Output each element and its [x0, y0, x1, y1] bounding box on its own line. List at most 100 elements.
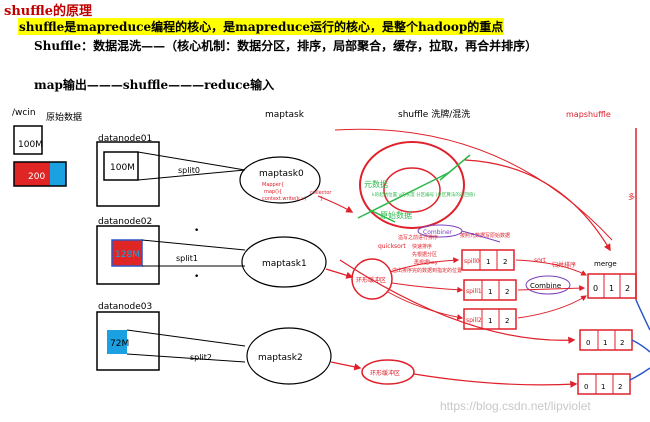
spill-cell: 2: [503, 258, 507, 266]
mapshuffle-column-label: mapshuffle: [566, 110, 611, 119]
input-block-size: 200: [28, 172, 45, 182]
ring-buffer-small: [351, 258, 393, 300]
maptask-label: maptask1: [262, 259, 307, 269]
block-size: 100M: [110, 163, 135, 173]
datanode-box: [96, 311, 160, 371]
wcin-label: /wcin: [12, 108, 36, 118]
spill-name: spill0: [464, 258, 480, 265]
ring-buffer-outer: [359, 141, 465, 229]
raw-data-label: 原始数据: [46, 111, 82, 123]
combiner-label: Combiner: [423, 229, 453, 236]
spill-arrow: [387, 291, 464, 321]
mapper-code-line: context.write(k,v): [262, 196, 306, 202]
spill-arrow: [391, 282, 464, 293]
buffer-to-merge-arrow: [413, 373, 578, 388]
merge-cell: 0: [586, 339, 590, 347]
merge-cell: 1: [603, 339, 607, 347]
maptask-ellipse: [241, 236, 327, 288]
datanode-label: datanode03: [98, 302, 152, 312]
spill-file: spill1 1 2: [463, 279, 517, 301]
spill-to-merge-arrow: [515, 259, 588, 276]
merge-cell: 0: [584, 383, 588, 391]
spill-file: spill0 1 2: [461, 249, 515, 271]
datanode-box: [96, 225, 160, 285]
flow-arrow: [339, 259, 576, 344]
split-line: [137, 169, 246, 181]
dot-mark: •: [194, 272, 199, 282]
highlight-statement: shuffle是mapreduce编程的核心，是mapreduce运行的核心，是…: [18, 18, 505, 35]
block-box: [111, 239, 143, 267]
input-block-cyan: [50, 162, 66, 186]
maptask-label: maptask0: [259, 169, 304, 179]
ring-divider: [369, 209, 396, 223]
merge-cell: 1: [601, 383, 605, 391]
spill-to-merge-arrow: [517, 285, 586, 292]
spill-note: 先根据分区: [412, 251, 437, 258]
map-output: [577, 373, 631, 395]
raw-data-in-ring-label: 原始数据: [380, 210, 412, 220]
ring-divider: [439, 154, 471, 181]
split-line: [126, 329, 246, 347]
split-line: [126, 353, 246, 363]
maptask-column-label: maptask: [265, 110, 305, 120]
merge-cell: 1: [609, 284, 614, 293]
merge-cell: 2: [618, 383, 622, 391]
maptask-ellipse: [246, 327, 332, 385]
spill-cell: 1: [486, 258, 490, 266]
meta-data-detail: k的起始位置 v的长度 分区编号 (分区算法的返回值): [372, 191, 475, 198]
maptask-to-buffer-arrow: [330, 361, 362, 371]
merge-cell: 2: [625, 284, 630, 293]
block-size: 128M: [115, 250, 140, 260]
block-box: [103, 151, 139, 181]
merge-cell: 2: [620, 339, 624, 347]
merge-sort-label: 归并排序: [552, 261, 576, 269]
merge-cell: 0: [593, 284, 598, 293]
reduce-link: [629, 367, 650, 381]
split-label: split0: [178, 166, 200, 175]
block-box: [107, 330, 127, 354]
ring-buffer-small: [361, 359, 415, 385]
page-title: shuffle的原理: [4, 4, 93, 19]
split-line: [137, 151, 246, 171]
datanode-box: [96, 141, 160, 207]
block-size: 72M: [110, 339, 129, 349]
spill-cell: 2: [505, 317, 509, 325]
spill-note: 快速排序: [412, 243, 432, 250]
maptask-to-buffer-arrow: [325, 268, 354, 279]
collector-label: collector: [310, 190, 332, 196]
input-file-size: 100M: [18, 140, 43, 150]
collector-arrow: [317, 195, 354, 213]
spill-cell: 1: [488, 288, 492, 296]
spill-arrow: [389, 257, 460, 273]
maptask-label: maptask2: [258, 353, 303, 363]
combine-label: Combine: [530, 282, 561, 290]
split-line: [141, 239, 246, 251]
flow-arrow: [334, 128, 613, 241]
input-file-box: [13, 125, 43, 155]
maptask-ellipse: [239, 156, 321, 204]
reduce-link: [631, 339, 650, 353]
watermark: https://blog.csdn.net/lipviolet: [440, 399, 591, 413]
spill-cell: 1: [488, 317, 492, 325]
spill-note: 再根据key: [414, 259, 438, 266]
datanode-label: datanode01: [98, 134, 152, 144]
combiner-link: [461, 230, 501, 243]
side-label: 多: [628, 192, 635, 201]
datanode-label: datanode02: [98, 217, 152, 227]
spill-file: spill2 1 2: [463, 308, 517, 330]
mapper-code-line: }: [320, 196, 323, 202]
spill-name: spill1: [466, 288, 482, 295]
shuffle-column-label: shuffle 洗牌/混洗: [398, 108, 470, 120]
meta-data-label: 元数据: [364, 179, 388, 189]
spill-to-merge-arrow: [517, 295, 588, 319]
flow-summary: map输出———shuffle———reduce输入: [34, 78, 275, 92]
spill-name: spill2: [466, 317, 482, 324]
buffer-label: 环形缓冲区: [370, 369, 400, 377]
quicksort-label: quicksort: [378, 243, 406, 250]
spill-cell: 2: [505, 288, 509, 296]
combine-ellipse: [525, 275, 571, 295]
spill-note: 溢出排序完的数据到指定的位置: [392, 267, 462, 274]
spill-note: 溢写之前进行排序: [398, 234, 438, 241]
mapper-code-line: Mapper{: [262, 182, 284, 188]
